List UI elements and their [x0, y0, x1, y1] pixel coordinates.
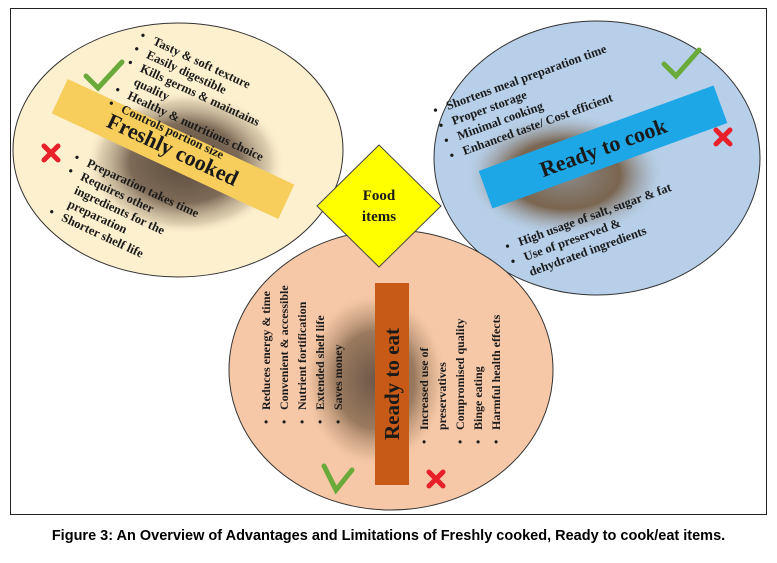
bullet-marker: • — [509, 254, 518, 269]
bullet-marker: • — [471, 440, 485, 444]
check-icon — [661, 47, 702, 80]
ready-to-eat-advantages-list: • Reduces energy & time • Convenient & acce… — [259, 285, 345, 424]
bullet-marker: • — [132, 42, 142, 57]
ready-to-eat-limitation-item: Increased use of — [417, 347, 431, 430]
bullet-marker: • — [442, 133, 451, 148]
bullet-marker: • — [295, 420, 309, 424]
food-items-diamond — [316, 144, 442, 268]
bullet-marker: • — [138, 28, 148, 43]
bullet-marker: • — [113, 82, 123, 97]
food-items-center: Food items — [316, 144, 442, 268]
bullet-marker: • — [417, 440, 431, 444]
cross-icon — [713, 127, 733, 147]
ready-to-eat-banner — [375, 283, 409, 485]
ready-to-eat-limitation-item: preservatives — [435, 362, 449, 430]
bullet-marker: • — [259, 420, 273, 424]
bullet-marker: • — [72, 150, 82, 165]
ready-to-eat-advantage-item: Convenient & accessible — [277, 285, 291, 410]
bullet-marker: • — [277, 420, 291, 424]
ready-to-eat-limitation-item: Binge eating — [471, 366, 485, 430]
bullet-marker: • — [125, 55, 135, 70]
cross-icon — [426, 469, 446, 489]
bullet-marker: • — [453, 440, 467, 444]
bullet-marker: • — [437, 118, 446, 133]
ready-to-eat-title: Ready to eat — [380, 328, 404, 440]
ready-to-eat-advantage-item: Saves money — [331, 344, 345, 410]
bullet-marker: • — [313, 420, 327, 424]
bullet-marker: • — [47, 204, 57, 219]
figure-caption: Figure 3: An Overview of Advantages and … — [51, 528, 726, 544]
food-items-label-line2: items — [362, 209, 396, 225]
ready-to-eat-section: Ready to eat — [228, 229, 554, 511]
bullet-marker: • — [503, 239, 512, 254]
ready-to-eat-limitations-list: • Increased use of preservatives • Compromis… — [417, 314, 503, 444]
bullet-marker: • — [106, 96, 116, 111]
ready-to-cook-section: Ready to cook — [433, 20, 761, 296]
ready-to-eat-limitation-item: Compromised quality — [453, 319, 467, 430]
bullet-marker: • — [489, 440, 503, 444]
freshly-cooked-section: Freshly cooked — [12, 22, 344, 278]
ready-to-eat-advantage-item: Extended shelf life — [313, 315, 327, 410]
ready-to-eat-advantage-item: Reduces energy & time — [259, 290, 273, 410]
food-items-label-line1: Food — [363, 188, 396, 204]
ready-to-eat-advantage-item: Nutrient fortification — [295, 301, 309, 410]
cross-icon — [41, 143, 61, 163]
bullet-marker: • — [431, 103, 440, 118]
bullet-marker: • — [66, 164, 76, 179]
freshly-cooked-banner — [51, 78, 295, 220]
bullet-marker: • — [331, 420, 345, 424]
ready-to-cook-banner — [478, 85, 728, 209]
check-icon — [321, 463, 355, 495]
bullet-marker: • — [447, 148, 456, 163]
check-icon — [83, 59, 125, 92]
ready-to-eat-limitation-item: Harmful health effects — [489, 314, 503, 430]
